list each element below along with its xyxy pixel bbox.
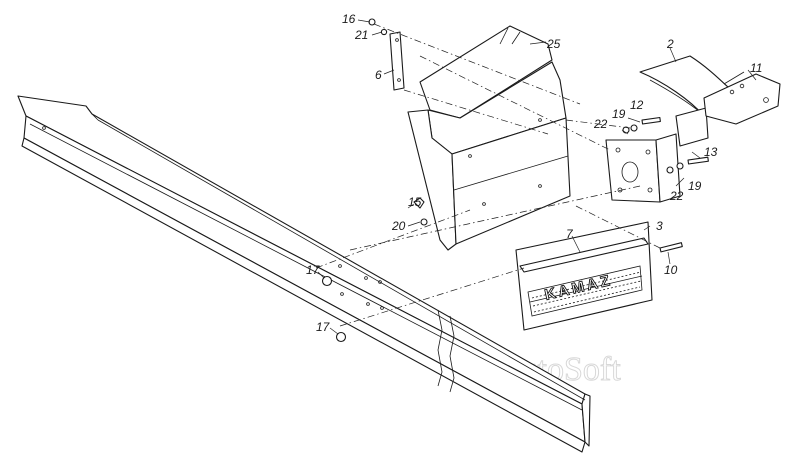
callout-15: 15	[408, 195, 422, 209]
callout-20: 20	[391, 219, 406, 233]
callout-6: 6	[375, 68, 382, 82]
mudflap-tread-pattern	[531, 271, 642, 313]
callout-17-lower: 17	[316, 320, 331, 334]
fender-shield	[407, 25, 571, 251]
callout-10: 10	[664, 263, 678, 277]
callout-2: 2	[666, 37, 674, 51]
callout-labels: 16 21 6 25 2 11 12 19 22 13 19 22 15 20 …	[306, 12, 762, 334]
callout-7: 7	[566, 227, 574, 241]
mounting-plate	[605, 133, 681, 203]
mudflap: KAMAZ	[515, 221, 653, 331]
callout-16: 16	[342, 12, 356, 26]
callout-19-bottom: 19	[688, 179, 702, 193]
callout-17-upper: 17	[306, 263, 321, 277]
callout-13: 13	[704, 145, 718, 159]
callout-12: 12	[630, 98, 644, 112]
frame-rail	[17, 95, 591, 453]
fasteners	[321, 18, 709, 343]
bracket-strip	[389, 31, 405, 91]
callout-21: 21	[354, 28, 368, 42]
assembly-center-lines	[315, 23, 661, 327]
callout-11: 11	[750, 61, 762, 75]
callout-19-top: 19	[612, 107, 626, 121]
callout-22-bottom: 22	[669, 189, 684, 203]
callout-25: 25	[546, 37, 561, 51]
leader-lines	[317, 19, 757, 335]
fender-support-bracket	[639, 55, 781, 147]
callout-3: 3	[656, 219, 663, 233]
callout-22-top: 22	[593, 117, 608, 131]
